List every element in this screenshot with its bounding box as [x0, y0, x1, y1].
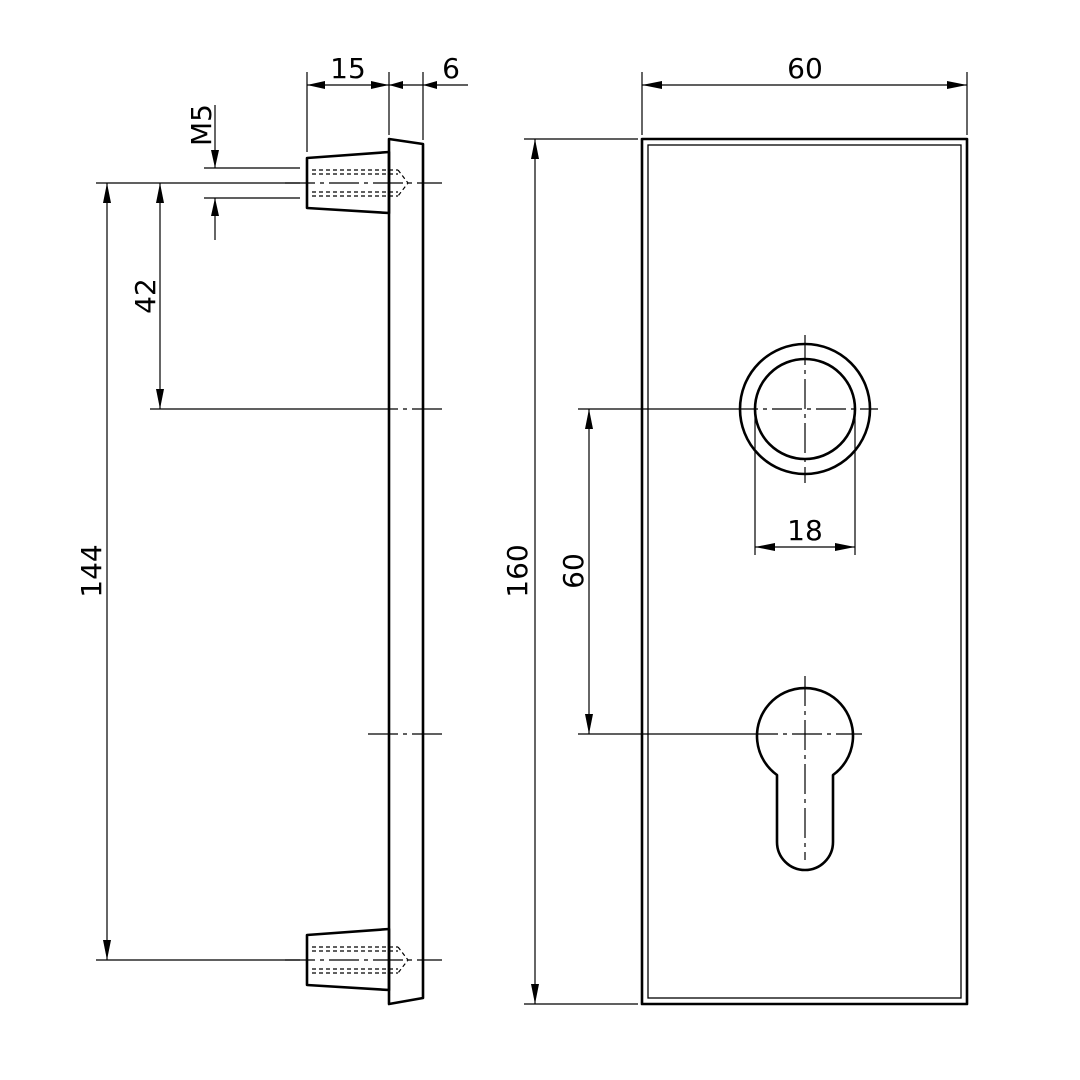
bottom-screw-boss	[305, 927, 409, 992]
label-offset-to-hole: 42	[129, 278, 162, 314]
label-plate-thickness: 6	[442, 52, 460, 85]
dimension-plate-thickness: 6	[389, 52, 468, 89]
dimension-plate-width: 60	[642, 52, 967, 89]
plate-outline	[640, 137, 969, 1006]
cylinder-keyhole	[755, 676, 855, 872]
dimension-thread: M5	[185, 104, 219, 240]
front-view: 60 160 60 18	[501, 52, 969, 1006]
plate-profile	[387, 137, 425, 1006]
dimension-offset-to-hole: 42	[129, 183, 164, 409]
handle-rosette	[738, 335, 872, 483]
dimension-screw-length: 15	[307, 52, 389, 89]
label-plate-height: 160	[501, 544, 534, 597]
label-screw-spacing: 144	[75, 544, 108, 597]
label-plate-width: 60	[787, 52, 823, 85]
label-hole-spacing: 60	[557, 553, 590, 589]
label-rosette-diameter: 18	[787, 514, 823, 547]
dimension-rosette-diameter: 18	[755, 514, 855, 551]
dimension-plate-height: 160	[501, 139, 539, 1004]
label-screw-length: 15	[330, 52, 366, 85]
dimension-screw-spacing: 144	[75, 183, 111, 960]
side-view: 144 42 M5 15 6	[75, 52, 468, 1006]
plate-inner-edge	[647, 144, 962, 999]
dimension-hole-spacing: 60	[557, 409, 593, 734]
label-thread: M5	[185, 104, 218, 146]
